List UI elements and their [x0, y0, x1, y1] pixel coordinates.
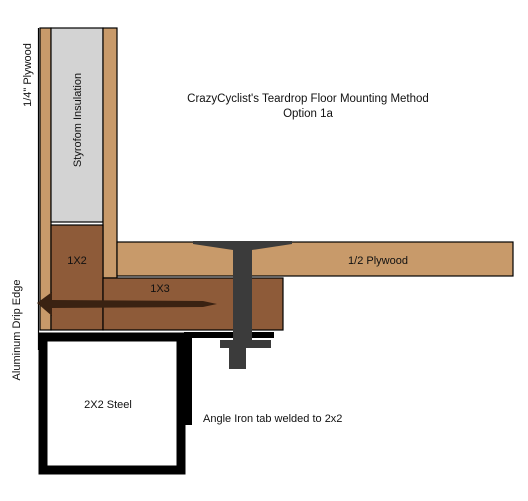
bolt-shaft	[233, 250, 252, 340]
label-aluminum-drip-edge: Aluminum Drip Edge	[11, 280, 23, 381]
label-1x2: 1X2	[67, 255, 87, 267]
one-by-two-block	[50, 224, 104, 331]
label-steel-tube: 2X2 Steel	[84, 399, 132, 411]
diagram-title-line2: Option 1a	[283, 108, 333, 120]
label-angle-iron: Angle Iron tab welded to 2x2	[203, 413, 342, 425]
quarter-plywood-outer-wall	[39, 27, 52, 331]
quarter-plywood-inner-wall	[102, 27, 118, 279]
bolt-washer	[220, 340, 271, 348]
label-styrofoam-insulation: Styrofom Insulation	[72, 73, 84, 167]
two-by-two-steel-tube	[38, 332, 186, 475]
diagram-title-line1: CrazyCyclist's Teardrop Floor Mounting M…	[187, 93, 429, 105]
label-half-plywood: 1/2 Plywood	[348, 255, 408, 267]
bolt-head	[193, 241, 292, 250]
label-quarter-plywood: 1/4" Plywood	[22, 43, 34, 107]
half-plywood-floor	[116, 241, 514, 277]
label-1x3: 1X3	[150, 283, 170, 295]
bolt-nut	[229, 348, 246, 369]
screw	[37, 292, 217, 316]
